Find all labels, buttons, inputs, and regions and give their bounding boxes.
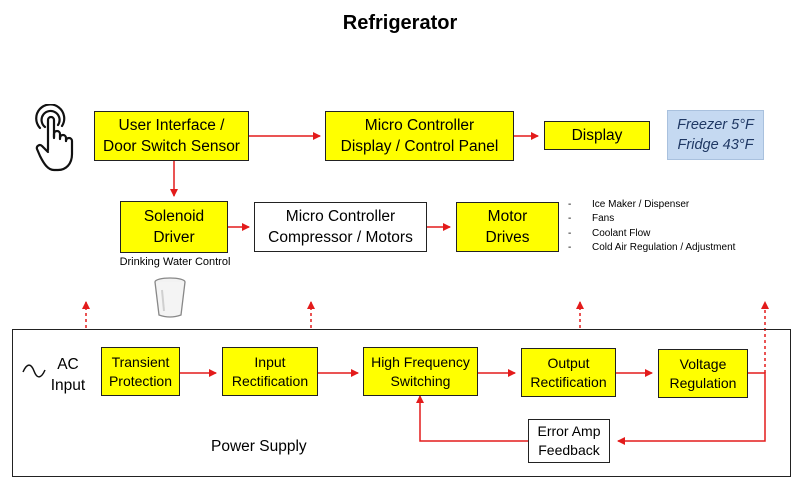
motor-output-label: Fans — [592, 213, 615, 225]
water-glass-icon — [154, 277, 186, 318]
drinking-water-caption: Drinking Water Control — [119, 256, 231, 268]
temperature-readout-label: Freezer 5°F Fridge 43°F — [677, 117, 754, 153]
motor-drives-block: Motor Drives — [456, 202, 559, 252]
motor-output-item: - Fans — [568, 212, 735, 226]
bullet-dash: - — [568, 241, 572, 253]
motor-output-list: - Ice Maker / Dispenser - Fans - Coolant Fl… — [568, 198, 735, 255]
bullet-dash: - — [568, 199, 572, 210]
output-rectification-block: Output Rectification — [521, 348, 616, 397]
ac-input-label: AC Input — [50, 356, 86, 394]
display-block: Display — [544, 121, 650, 150]
bullet-dash: - — [568, 213, 572, 225]
motor-output-label: Coolant Flow — [592, 227, 651, 239]
transient-protection-block: Transient Protection — [101, 347, 180, 396]
motor-drives-label: Motor Drives — [485, 208, 530, 246]
bullet-dash: - — [568, 227, 572, 239]
solenoid-driver-label: Solenoid Driver — [143, 208, 205, 246]
micro-controller-display-label: Micro Controller Display / Control Panel — [340, 117, 499, 155]
touch-hand-icon — [35, 104, 74, 172]
motor-output-item: - Coolant Flow — [568, 227, 735, 241]
display-label: Display — [571, 127, 623, 144]
power-supply-frame — [12, 329, 791, 477]
diagram-title: Refrigerator — [342, 12, 458, 34]
motor-output-label: Cold Air Regulation / Adjustment — [592, 241, 736, 253]
motor-output-item: - Cold Air Regulation / Adjustment — [568, 241, 735, 255]
voltage-regulation-block: Voltage Regulation — [658, 349, 748, 398]
error-amp-feedback-label: Error Amp Feedback — [537, 423, 601, 458]
power-supply-label: Power Supply — [211, 438, 307, 455]
motor-output-item: - Ice Maker / Dispenser — [568, 198, 735, 212]
input-rectification-label: Input Rectification — [231, 353, 309, 389]
output-rectification-label: Output Rectification — [530, 354, 607, 390]
solenoid-driver-block: Solenoid Driver — [120, 201, 228, 253]
voltage-regulation-label: Voltage Regulation — [669, 355, 737, 391]
high-frequency-switching-label: High Frequency Switching — [371, 353, 470, 389]
micro-controller-compressor-block: Micro Controller Compressor / Motors — [254, 202, 427, 252]
arrow-voltage-to-erroramp — [617, 372, 766, 445]
transient-protection-label: Transient Protection — [108, 353, 173, 389]
user-interface-label: User Interface / Door Switch Sensor — [103, 117, 240, 155]
high-frequency-switching-block: High Frequency Switching — [363, 347, 478, 396]
micro-controller-display-block: Micro Controller Display / Control Panel — [325, 111, 514, 161]
error-amp-feedback-block: Error Amp Feedback — [528, 419, 610, 463]
ac-sine-icon — [22, 364, 46, 378]
user-interface-block: User Interface / Door Switch Sensor — [94, 111, 249, 161]
motor-output-label: Ice Maker / Dispenser — [592, 199, 690, 210]
micro-controller-compressor-label: Micro Controller Compressor / Motors — [268, 208, 413, 246]
arrow-erroramp-to-hf — [416, 395, 528, 442]
input-rectification-block: Input Rectification — [222, 347, 318, 396]
temperature-readout: Freezer 5°F Fridge 43°F — [667, 110, 764, 160]
